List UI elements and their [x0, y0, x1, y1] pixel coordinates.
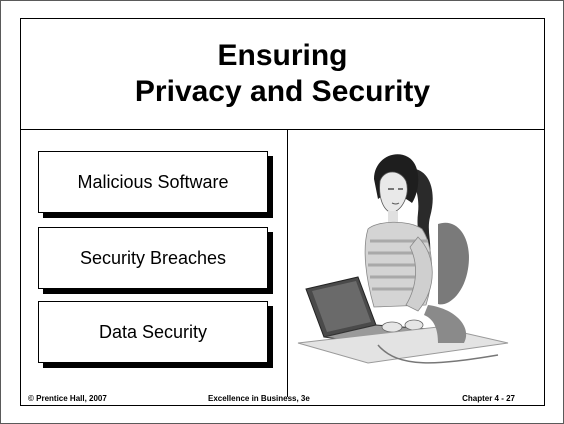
- title-line-1: Ensuring: [217, 39, 348, 72]
- footer-book-title: Excellence in Business, 3e: [208, 394, 310, 403]
- topic-label: Data Security: [98, 321, 208, 342]
- topic-button-malicious-software[interactable]: Malicious Software: [38, 151, 268, 213]
- slide-frame: Ensuring Privacy and Security Malicious …: [20, 18, 545, 406]
- slide-footer: © Prentice Hall, 2007 Excellence in Busi…: [20, 381, 545, 405]
- topic-label: Malicious Software: [77, 171, 229, 192]
- topic-button-security-breaches[interactable]: Security Breaches: [38, 227, 268, 289]
- topics-panel: Malicious Software Security Breaches Dat…: [21, 129, 288, 397]
- slide-title: Ensuring Privacy and Security: [135, 38, 430, 110]
- woman-laptop-illustration: [297, 154, 509, 364]
- illustration-panel: [288, 129, 544, 397]
- title-box: Ensuring Privacy and Security: [21, 19, 544, 130]
- footer-page-number: Chapter 4 - 27: [462, 394, 515, 403]
- footer-copyright: © Prentice Hall, 2007: [28, 394, 107, 403]
- title-line-2: Privacy and Security: [134, 75, 431, 108]
- topic-label: Security Breaches: [79, 247, 227, 268]
- topic-button-data-security[interactable]: Data Security: [38, 301, 268, 363]
